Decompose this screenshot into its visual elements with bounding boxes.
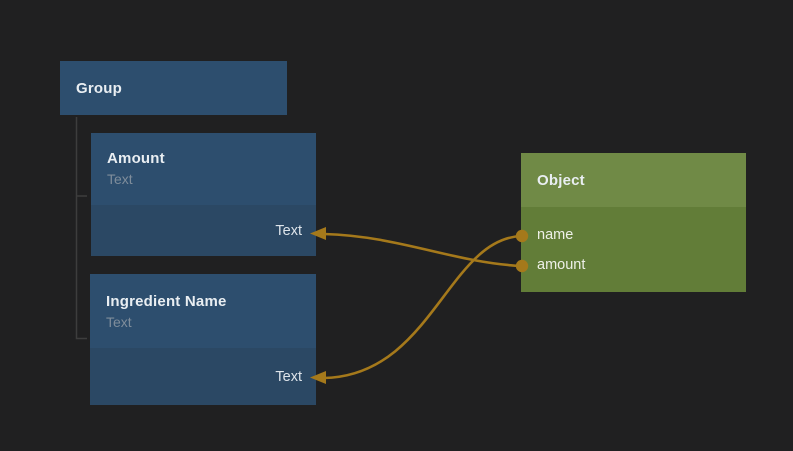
node-amount-port-section: Text [91, 205, 316, 256]
node-object-field-name[interactable]: name [537, 227, 574, 243]
wire-object-name-to-ingredient-text[interactable] [323, 234, 523, 380]
node-group[interactable]: Group [60, 61, 287, 115]
node-amount-header: Amount Text [91, 133, 316, 205]
node-amount-title: Amount [107, 150, 165, 167]
node-ingredient-name-header: Ingredient Name Text [90, 274, 316, 348]
node-amount-subtitle: Text [107, 171, 133, 187]
node-object-field-amount[interactable]: amount [537, 257, 586, 273]
node-amount-input-port-label[interactable]: Text [275, 222, 302, 239]
node-ingredient-name[interactable]: Ingredient Name Text Text [90, 274, 316, 405]
node-ingredient-name-subtitle: Text [106, 314, 132, 330]
node-amount[interactable]: Amount Text Text [91, 133, 316, 256]
node-object-body: name amount [521, 207, 746, 292]
node-object-header: Object [521, 153, 746, 207]
node-ingredient-name-title: Ingredient Name [106, 293, 227, 310]
node-object[interactable]: Object name amount [521, 153, 746, 292]
hierarchy-tree-line [75, 117, 87, 340]
wire-object-amount-to-amount-text[interactable] [323, 232, 523, 268]
node-object-title: Object [537, 171, 585, 189]
node-group-title: Group [76, 79, 122, 97]
node-ingredient-name-port-section: Text [90, 348, 316, 405]
node-ingredient-name-input-port-label[interactable]: Text [275, 368, 302, 385]
